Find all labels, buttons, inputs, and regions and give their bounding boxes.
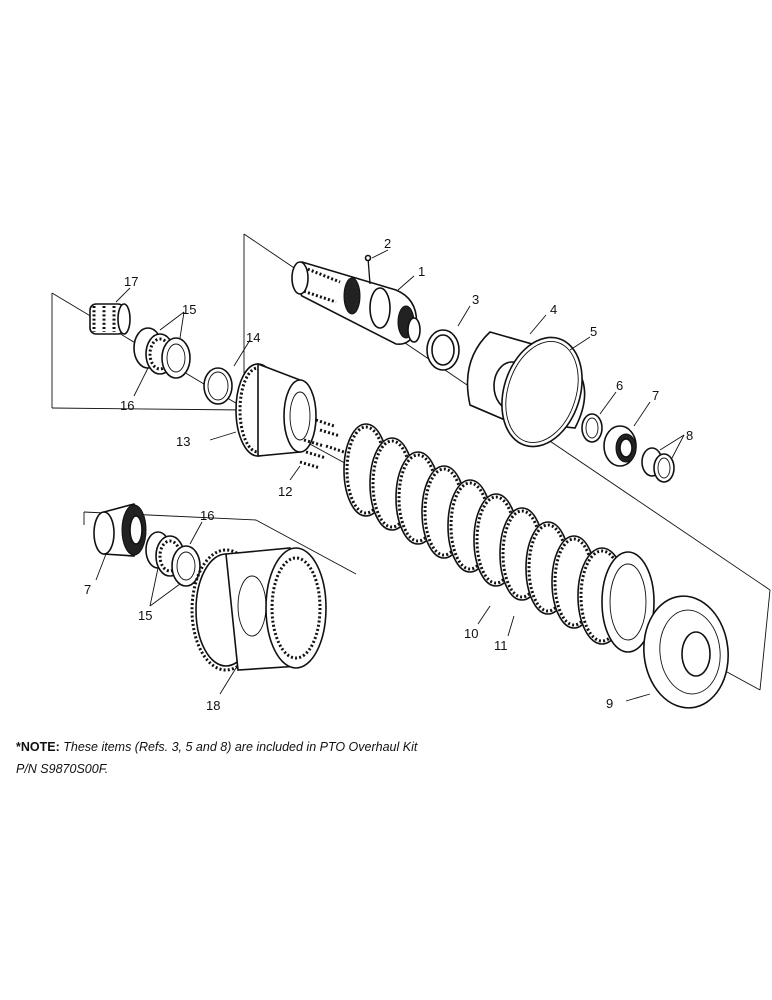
callout-4: 4 <box>550 302 557 317</box>
callout-16-lower: 16 <box>200 508 214 523</box>
springs <box>299 418 345 470</box>
thrust-bearing-upper <box>133 327 191 379</box>
callout-6: 6 <box>616 378 623 393</box>
callout-12: 12 <box>278 484 292 499</box>
bearing-7-upper <box>603 425 637 467</box>
bearing-7-lower <box>93 503 147 557</box>
snap-ring <box>426 329 460 371</box>
shaft <box>291 261 421 346</box>
callout-7-upper: 7 <box>652 388 659 403</box>
callout-17: 17 <box>124 274 138 289</box>
ring-6 <box>581 413 603 443</box>
pin <box>364 254 372 285</box>
note-prefix: *NOTE: <box>16 740 60 754</box>
pressure-plate <box>643 595 729 709</box>
clutch-discs <box>343 423 655 653</box>
callout-labels: 1 2 3 4 5 6 7 8 9 10 11 12 13 14 15 16 1… <box>84 236 693 713</box>
callout-1: 1 <box>418 264 425 279</box>
callout-15-upper: 15 <box>182 302 196 317</box>
callout-14: 14 <box>246 330 260 345</box>
callout-18: 18 <box>206 698 220 713</box>
note-text: These items (Refs. 3, 5 and 8) are inclu… <box>16 740 418 776</box>
kit-note: *NOTE: These items (Refs. 3, 5 and 8) ar… <box>16 736 436 780</box>
callout-16-upper: 16 <box>120 398 134 413</box>
callout-2: 2 <box>384 236 391 251</box>
callout-15-lower: 15 <box>138 608 152 623</box>
callout-3: 3 <box>472 292 479 307</box>
callout-5: 5 <box>590 324 597 339</box>
needle-bearing <box>89 303 131 335</box>
callout-13: 13 <box>176 434 190 449</box>
clutch-hub <box>235 362 317 457</box>
drive-gear <box>190 547 327 672</box>
seal <box>501 336 583 448</box>
thrust-bearing-lower <box>145 531 201 587</box>
seal-rings-8 <box>641 447 675 483</box>
callout-7-lower: 7 <box>84 582 91 597</box>
callout-11: 11 <box>494 638 508 653</box>
callout-10: 10 <box>464 626 478 641</box>
snap-ring-14 <box>203 367 233 405</box>
callout-8: 8 <box>686 428 693 443</box>
callout-9: 9 <box>606 696 613 711</box>
leader-lines <box>95 249 685 702</box>
